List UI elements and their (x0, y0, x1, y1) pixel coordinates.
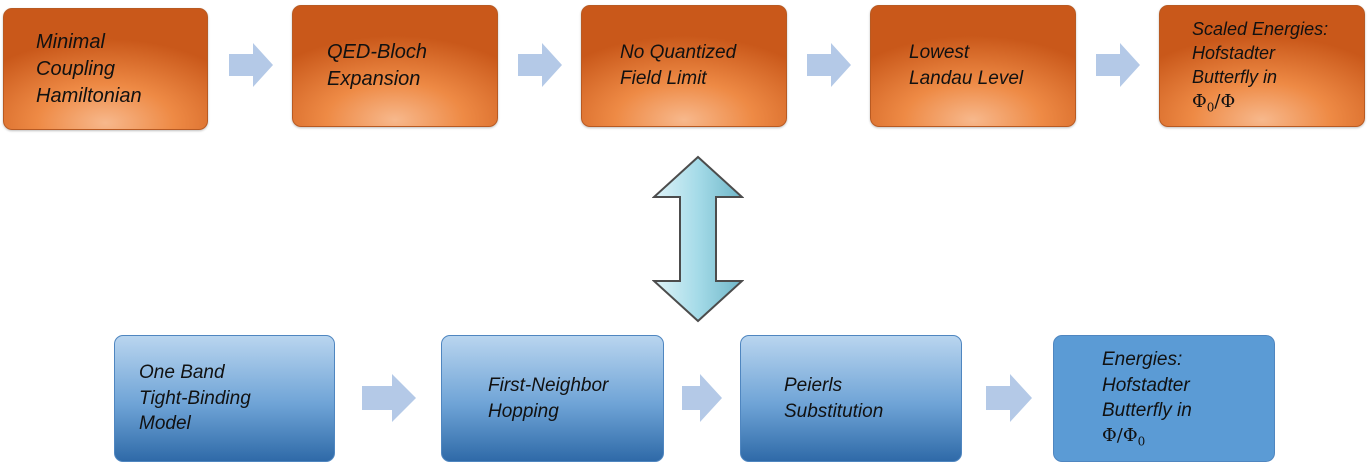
box-line: Butterfly in (1192, 67, 1278, 88)
box-line: Scaled Energies: (1192, 18, 1329, 39)
step-no-quantized-field-limit: No Quantized Field Limit (581, 5, 787, 127)
box-line: QED-Bloch (327, 41, 428, 63)
box-line: Lowest (909, 42, 970, 64)
box-line: No Quantized (620, 42, 737, 64)
box-line: First-Neighbor (488, 374, 609, 396)
double-arrow-icon (652, 155, 744, 323)
box-line: Expansion (327, 68, 421, 90)
step-peierls-substitution: Peierls Substitution (740, 335, 962, 462)
box-line: Model (139, 413, 191, 435)
box-line: Substitution (784, 400, 884, 422)
box-line: Butterfly in (1102, 400, 1192, 422)
step-lowest-landau-level: Lowest Landau Level (870, 5, 1076, 127)
box-line: Hofstadter (1192, 42, 1276, 63)
step-energies-hofstadter: Energies: Hofstadter Butterfly in Φ/Φ0 (1053, 335, 1275, 462)
formula-lead: Φ/ (1102, 425, 1123, 447)
right-arrow-icon (518, 43, 562, 87)
box-line: Hopping (488, 400, 559, 422)
box-line: Field Limit (620, 68, 707, 89)
box-line: Tight-Binding (139, 387, 251, 409)
formula-symbol: Φ (1192, 90, 1207, 112)
flux-ratio-formula: Φ/Φ0 (1102, 424, 1274, 450)
box-line: Energies: (1102, 349, 1183, 371)
formula-symbol: Φ (1122, 425, 1138, 447)
step-first-neighbor-hopping: First-Neighbor Hopping (441, 335, 664, 462)
formula-subscript: 0 (1137, 434, 1146, 449)
right-arrow-icon (229, 43, 273, 87)
right-arrow-icon (362, 374, 416, 422)
box-line: One Band (139, 362, 225, 384)
box-line: Hamiltonian (36, 84, 142, 107)
step-minimal-coupling-hamiltonian: Minimal Coupling Hamiltonian (3, 8, 208, 130)
right-arrow-icon (807, 43, 851, 87)
formula-rest: /Φ (1214, 90, 1236, 112)
right-arrow-icon (1096, 43, 1140, 87)
box-line: Peierls (784, 374, 843, 396)
step-qed-bloch-expansion: QED-Bloch Expansion (292, 5, 498, 127)
flux-ratio-formula: Φ0/Φ (1192, 90, 1364, 116)
step-one-band-tight-binding-model: One Band Tight-Binding Model (114, 335, 335, 462)
box-line: Coupling (36, 57, 115, 80)
right-arrow-icon (682, 374, 722, 422)
right-arrow-icon (986, 374, 1032, 422)
step-scaled-energies-hofstadter: Scaled Energies: Hofstadter Butterfly in… (1159, 5, 1365, 127)
formula-subscript: 0 (1206, 100, 1215, 115)
box-line: Hofstadter (1102, 374, 1190, 396)
box-line: Minimal (36, 30, 105, 53)
box-line: Landau Level (909, 68, 1024, 89)
